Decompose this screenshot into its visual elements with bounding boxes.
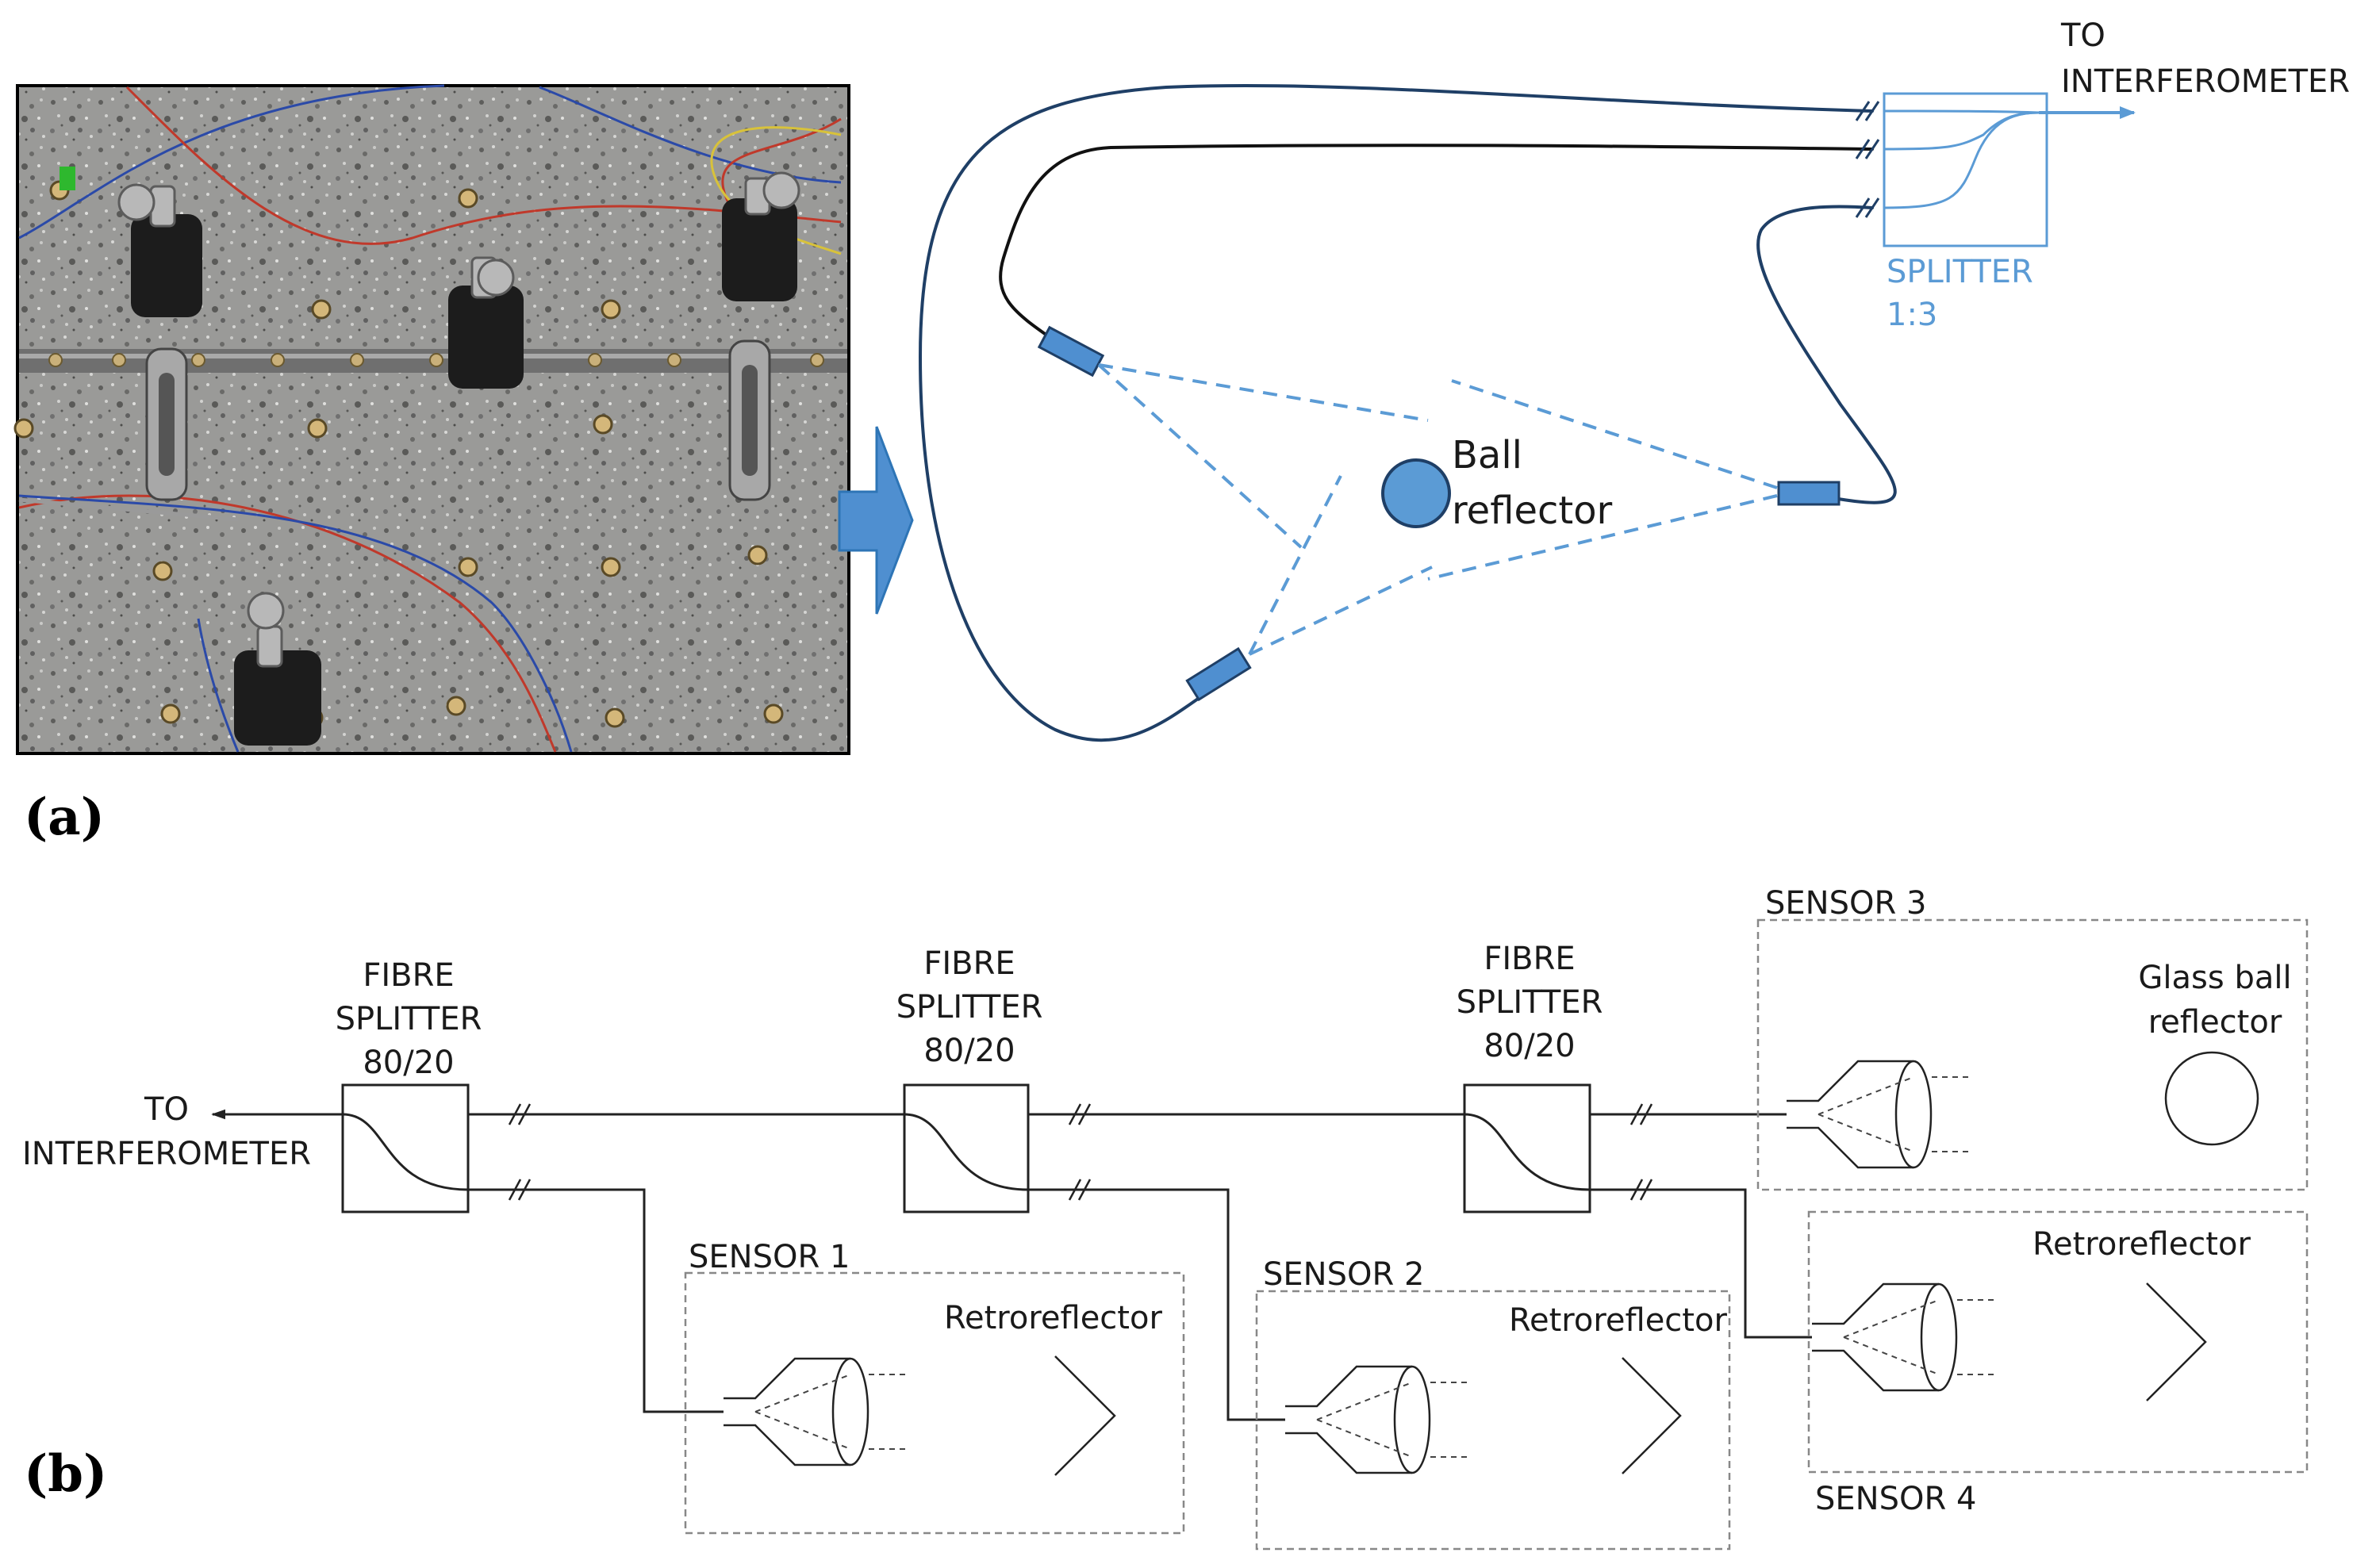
sensor-3-box [1756,918,2309,1191]
panel-label-b: (b) [24,1444,107,1504]
splitter-label-line2: 1:3 [1887,297,1937,333]
panel-label-a: (a) [24,788,105,847]
splitter-1-3 [1883,92,2136,247]
retroreflector-4 [2146,1282,2207,1401]
sensor-1-target-label: Retroreflector [944,1300,1162,1336]
splitter-2-line1: FIBRE [923,945,1015,982]
glass-ball-reflector [2164,1051,2259,1146]
transition-arrow [838,426,914,615]
sensor-1-box [684,1271,1185,1535]
to-interferometer-b-line2: INTERFEROMETER [22,1136,311,1172]
splitter-label-line1: SPLITTER [1887,254,2033,290]
collimator-1 [722,1357,908,1466]
sensor-3-target-line2: reflector [2148,1004,2282,1041]
ball-label-line2: reflector [1452,489,1613,533]
panel-b: TO INTERFEROMETER FIBRE SPLITTER 80/20 F… [22,885,2309,1551]
ball-reflector-a [1381,458,1451,528]
collimator-3 [1785,1060,1971,1169]
sensor-3-target-line1: Glass ball [2138,960,2291,996]
splitter-3-line3: 80/20 [1484,1028,1575,1064]
splitter-2-line2: SPLITTER [896,989,1043,1026]
splitter-1-line3: 80/20 [363,1045,454,1081]
fibre-splitter-2 [903,1083,1030,1213]
splitter-3-line1: FIBRE [1484,941,1575,977]
sensor-head-left [1037,325,1105,378]
sensor-2-target-label: Retroreflector [1509,1302,1727,1339]
sensor-2-box [1255,1290,1731,1551]
fibre-splitter-3 [1463,1083,1591,1213]
retroreflector-1 [1054,1355,1116,1476]
sensor-4-target-label: Retroreflector [2032,1226,2251,1263]
fibre-splitter-1 [341,1083,470,1213]
splitter-2-line3: 80/20 [923,1033,1015,1069]
sensor-heads-a [1037,325,1841,702]
to-interferometer-line1: TO [2060,17,2105,54]
ball-label-line1: Ball [1452,433,1522,477]
splitter-1-line2: SPLITTER [336,1001,482,1037]
panel-a: Ball reflector SPLITTER 1:3 TO INTERFERO… [13,17,2350,847]
sensor-4-box [1807,1210,2309,1474]
sensor-3-title: SENSOR 3 [1765,885,1926,922]
fibre-right-blue [1756,205,1897,504]
sensor-head-bottom [1185,646,1252,702]
retroreflector-2 [1622,1357,1682,1474]
to-interferometer-b-line1: TO [144,1091,189,1128]
sensor-4-title: SENSOR 4 [1815,1481,1976,1517]
fibre-outer-blue [918,83,1874,742]
sensor-2-title: SENSOR 2 [1263,1256,1424,1293]
fibre-black [999,144,1874,343]
fibre-lines [918,83,1897,742]
setup-photo [13,84,850,755]
splitter-3-line2: SPLITTER [1457,984,1603,1021]
to-interferometer-line2: INTERFEROMETER [2061,63,2350,100]
collimator-4 [1810,1282,1996,1392]
collimator-2 [1284,1365,1469,1474]
sensor-1-title: SENSOR 1 [689,1239,850,1275]
sensor-head-right [1777,481,1841,506]
splitter-1-line1: FIBRE [363,957,454,994]
beam-paths [1097,363,1778,656]
